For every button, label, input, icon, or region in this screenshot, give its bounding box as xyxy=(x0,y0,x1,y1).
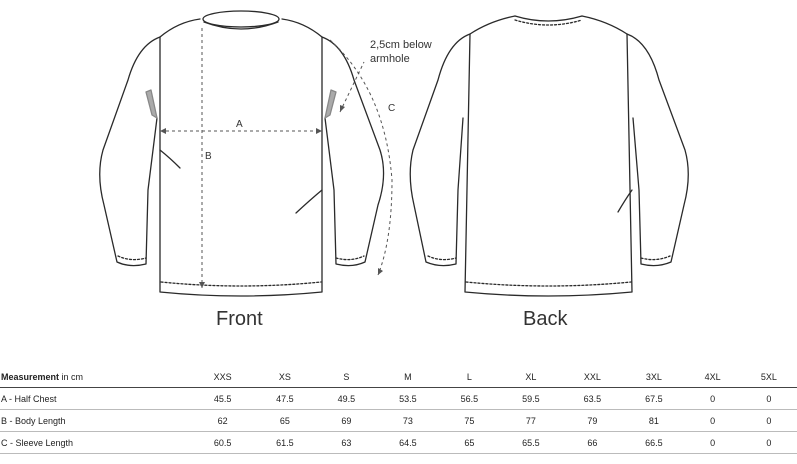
table-row: C - Sleeve Length 60.5 61.5 63 64.5 65 6… xyxy=(0,431,797,454)
size-header: 5XL xyxy=(740,366,797,388)
size-header: S xyxy=(315,366,378,388)
table-cell: 0 xyxy=(740,409,797,432)
measurement-header-bold: Measurement xyxy=(1,371,60,382)
measurement-header-unit: in cm xyxy=(59,371,84,382)
row-label: C - Sleeve Length xyxy=(0,431,191,454)
dimension-label-a: A xyxy=(236,119,243,130)
table-cell: 79 xyxy=(561,409,624,432)
table-cell: 65 xyxy=(254,409,316,432)
table-cell: 59.5 xyxy=(500,387,562,410)
table-cell: 0 xyxy=(740,431,797,454)
table-cell: 81 xyxy=(623,409,685,432)
table-cell: 64.5 xyxy=(377,431,439,454)
table-cell: 0 xyxy=(684,431,741,454)
table-cell: 77 xyxy=(500,409,562,432)
back-shirt-outline xyxy=(409,15,689,297)
table-cell: 62 xyxy=(191,409,255,432)
dimension-lines xyxy=(160,28,393,288)
armhole-note-line2: armhole xyxy=(370,53,410,65)
size-chart-table: Measurement in cm XXS XS S M L XL XXL 3X… xyxy=(0,366,797,454)
table-cell: 0 xyxy=(684,387,741,410)
table-cell: 53.5 xyxy=(377,387,439,410)
table-cell: 63.5 xyxy=(561,387,624,410)
table-cell: 66 xyxy=(561,431,624,454)
table-row: B - Body Length 62 65 69 73 75 77 79 81 … xyxy=(0,409,797,432)
size-header: XXL xyxy=(561,366,624,388)
size-header: XS xyxy=(254,366,316,388)
table-cell: 47.5 xyxy=(254,387,316,410)
table-header-row: Measurement in cm XXS XS S M L XL XXL 3X… xyxy=(0,366,797,388)
table-cell: 65 xyxy=(438,431,501,454)
table-cell: 66.5 xyxy=(623,431,685,454)
front-shirt-outline xyxy=(99,10,385,297)
size-header: 3XL xyxy=(623,366,685,388)
dimension-label-c: C xyxy=(388,103,396,114)
size-header: 4XL xyxy=(684,366,741,388)
size-header: XXS xyxy=(191,366,255,388)
dimension-label-b: B xyxy=(205,151,212,162)
table-cell: 67.5 xyxy=(623,387,685,410)
armhole-note-line1: 2,5cm below xyxy=(370,39,432,51)
table-cell: 45.5 xyxy=(191,387,255,410)
size-header: XL xyxy=(500,366,562,388)
armhole-note: 2,5cm below armhole xyxy=(370,38,432,66)
back-view-label: Back xyxy=(523,308,568,330)
table-cell: 61.5 xyxy=(254,431,316,454)
table-cell: 0 xyxy=(684,409,741,432)
table-cell: 60.5 xyxy=(191,431,255,454)
table-cell: 63 xyxy=(315,431,378,454)
measurement-header: Measurement in cm xyxy=(0,366,191,388)
table-cell: 73 xyxy=(377,409,439,432)
table-cell: 49.5 xyxy=(315,387,378,410)
table-row: A - Half Chest 45.5 47.5 49.5 53.5 56.5 … xyxy=(0,387,797,410)
front-view-label: Front xyxy=(216,308,263,330)
table-cell: 75 xyxy=(438,409,501,432)
size-header: L xyxy=(438,366,501,388)
table-cell: 69 xyxy=(315,409,378,432)
row-label: B - Body Length xyxy=(0,409,191,432)
garment-technical-drawing xyxy=(99,10,689,297)
table-cell: 56.5 xyxy=(438,387,501,410)
table-cell: 65.5 xyxy=(500,431,562,454)
table-cell: 0 xyxy=(740,387,797,410)
row-label: A - Half Chest xyxy=(0,387,191,410)
size-header: M xyxy=(377,366,439,388)
